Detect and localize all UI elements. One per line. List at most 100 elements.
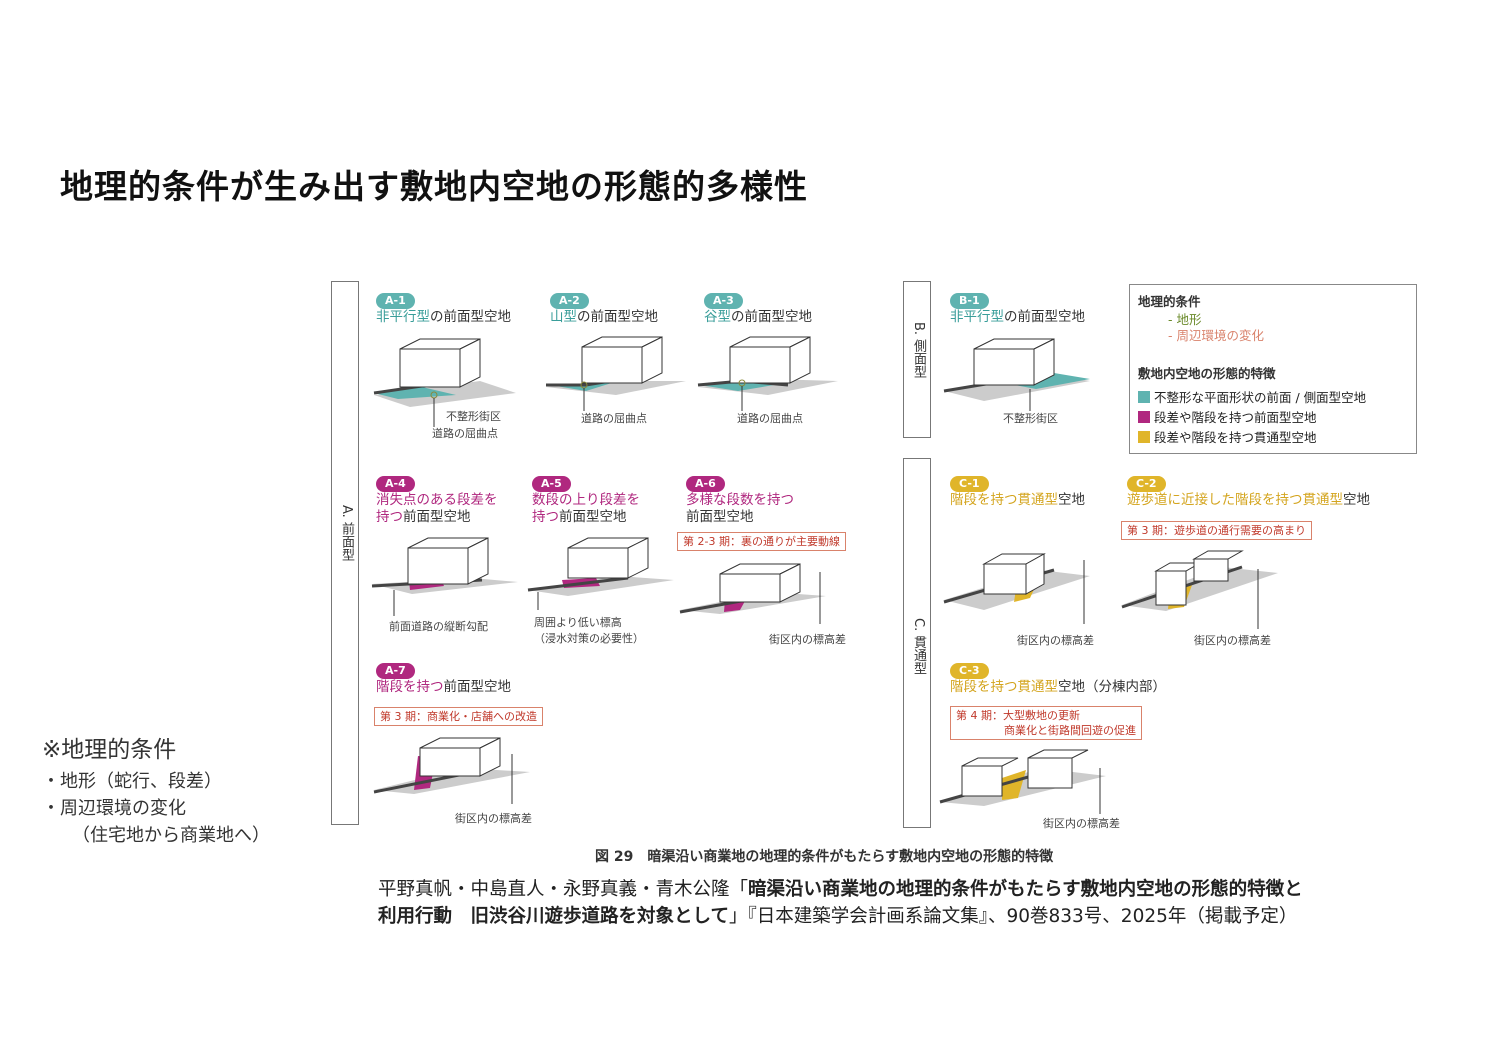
title-a1-rest: の前面型空地 [430,309,511,325]
section-b-frame [903,281,931,438]
figure-caption: 図 29 暗渠沿い商業地の地理的条件がもたらす敷地内空地の形態的特徴 [595,849,1054,865]
badge-a5: A-5 [532,476,571,492]
badge-c1: C-1 [950,476,989,492]
panel-a7: A-7 階段を持つ前面型空地 [376,659,511,696]
title-a1-hl: 非平行型 [376,309,430,325]
diagram-a6 [679,563,826,624]
panel-a1: A-1 非平行型の前面型空地 [376,289,511,326]
ann-a1-2: 道路の屈曲点 [432,427,498,440]
diagram-a4 [371,537,518,616]
section-a-label: A. 前面型 [339,505,354,561]
title-a4-l1: 消失点のある段差を [376,492,498,508]
ann-c3-1: 街区内の標高差 [1043,817,1120,830]
diagram-a1 [373,338,516,427]
title-a4-rest: 前面型空地 [403,509,471,525]
title-a7-rest: 前面型空地 [443,679,512,695]
diagram-c1 [943,553,1090,624]
diagram-c2 [1121,550,1278,629]
title-c3-hl: 階段を持つ貫通型 [950,679,1058,695]
legend-item-1: 不整形な平面形状の前面 / 側面型空地 [1138,387,1366,406]
badge-a4: A-4 [376,476,415,492]
diagram-a2 [546,336,686,411]
title-a4-hl: 持つ [376,509,403,525]
legend-item-2-label: 段差や階段を持つ前面型空地 [1154,410,1317,425]
legend-item-3-label: 段差や階段を持つ貫通型空地 [1154,430,1317,445]
title-c1-hl: 階段を持つ貫通型 [950,492,1058,508]
panel-a4: A-4 消失点のある段差を 持つ前面型空地 [376,472,498,526]
ann-a3-1: 道路の屈曲点 [737,412,803,425]
legend-item-3: 段差や階段を持つ貫通型空地 [1138,427,1317,446]
title-c3-rest: 空地（分棟内部） [1058,679,1166,695]
title-a5-rest: 前面型空地 [559,509,627,525]
panel-b1: B-1 非平行型の前面型空地 [950,289,1085,326]
title-a5-l1: 数段の上り段差を [532,492,640,508]
title-a2-hl: 山型 [550,309,577,325]
note-block: ※地理的条件 ・地形（蛇行、段差） ・周辺環境の変化 （住宅地から商業地へ） [42,730,270,849]
panel-c3: C-3 階段を持つ貫通型空地（分棟内部） [950,659,1166,696]
diagram-a3 [697,336,838,411]
ann-c2-1: 街区内の標高差 [1194,634,1271,647]
page-title: 地理的条件が生み出す敷地内空地の形態的多様性 [60,167,808,206]
ann-a6-1: 街区内の標高差 [769,633,846,646]
diagram-a5 [527,537,674,610]
title-a6-l1: 多様な段数を持つ [686,492,794,508]
title-c2-rest: 空地 [1343,492,1370,508]
ann-a2-1: 道路の屈曲点 [581,412,647,425]
badge-c3: C-3 [950,663,989,679]
section-c-label: C. 貫通型 [911,618,926,675]
period-c3: 第 4 期：大型敷地の更新 商業化と街路間回遊の促進 [950,706,1142,740]
swatch-magenta [1138,411,1150,423]
title-c2-hl: 遊歩道に近接した階段を持つ貫通型 [1127,492,1343,508]
title-c1-rest: 空地 [1058,492,1085,508]
panel-c1: C-1 階段を持つ貫通型空地 [950,472,1085,509]
period-c2: 第 3 期：遊歩道の通行需要の高まり [1121,521,1312,540]
citation-title-l2: 利用行動 旧渋谷川遊歩道路を対象として [378,906,729,927]
legend: 地理的条件 - 地形 - 周辺環境の変化 敷地内空地の形態的特徴 不整形な平面形… [1129,284,1417,454]
period-a6: 第 2-3 期：裏の通りが主要動線 [677,532,846,551]
badge-a6: A-6 [686,476,725,492]
badge-a7: A-7 [376,663,415,679]
legend-item-2: 段差や階段を持つ前面型空地 [1138,407,1317,426]
ann-c1-1: 街区内の標高差 [1017,634,1094,647]
note-item-3: （住宅地から商業地へ） [72,825,270,846]
period-a7: 第 3 期：商業化・店舗への改造 [374,707,543,726]
badge-a3: A-3 [704,293,743,309]
citation-authors: 平野真帆・中島直人・永野真義・青木公隆「 [378,879,749,900]
title-a3-rest: の前面型空地 [731,309,812,325]
badge-c2: C-2 [1127,476,1166,492]
section-b-label: B. 側面型 [911,322,926,379]
legend-heading-2: 敷地内空地の形態的特徴 [1138,366,1276,381]
diagram-c3 [939,749,1106,814]
legend-item-1-label: 不整形な平面形状の前面 / 側面型空地 [1154,390,1367,405]
panel-a2: A-2 山型の前面型空地 [550,289,658,326]
legend-cond-1: - 地形 [1168,312,1202,327]
citation-rest: 」『日本建築学会計画系論文集』、90巻833号、2025年（掲載予定） [728,906,1298,927]
title-a5-hl: 持つ [532,509,559,525]
section-c-frame [903,458,931,828]
panel-c2: C-2 遊歩道に近接した階段を持つ貫通型空地 [1127,472,1370,509]
swatch-yellow [1138,431,1150,443]
title-a7-hl: 階段を持つ [376,679,444,695]
legend-cond-2: - 周辺環境の変化 [1168,328,1264,343]
ann-a1-1: 不整形街区 [446,410,501,423]
diagram-a7 [373,737,530,804]
period-c3-l2: 商業化と街路間回遊の促進 [1004,724,1136,737]
title-a6-l2: 前面型空地 [686,509,754,525]
panel-a6: A-6 多様な段数を持つ 前面型空地 [686,472,794,526]
note-item-1: ・地形（蛇行、段差） [42,771,222,792]
panel-a3: A-3 谷型の前面型空地 [704,289,812,326]
swatch-teal [1138,391,1150,403]
panel-a5: A-5 数段の上り段差を 持つ前面型空地 [532,472,640,526]
citation: 平野真帆・中島直人・永野真義・青木公隆「暗渠沿い商業地の地理的条件がもたらす敷地… [378,876,1478,930]
title-b1-rest: の前面型空地 [1004,309,1085,325]
ann-b1-1: 不整形街区 [1003,412,1058,425]
badge-a2: A-2 [550,293,589,309]
title-a2-rest: の前面型空地 [577,309,658,325]
citation-title-l1: 暗渠沿い商業地の地理的条件がもたらす敷地内空地の形態的特徴と [748,879,1303,900]
ann-a4-1: 前面道路の縦断勾配 [389,620,488,633]
title-a3-hl: 谷型 [704,309,731,325]
section-a-frame [331,281,359,825]
legend-heading-1: 地理的条件 [1138,294,1201,309]
ann-a5-2: （浸水対策の必要性） [534,632,644,645]
note-heading: ※地理的条件 [42,737,177,763]
